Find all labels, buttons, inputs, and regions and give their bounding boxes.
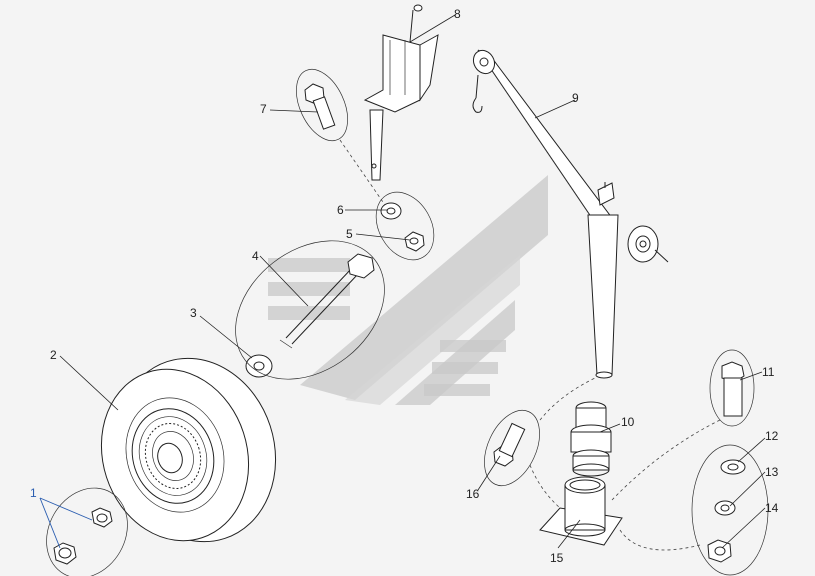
nut-and-lock-washer	[375, 191, 435, 261]
base-plate	[539, 476, 623, 546]
callout-7: 7	[260, 102, 267, 116]
callout-9: 9	[572, 91, 579, 105]
callout-11: 11	[762, 365, 775, 379]
callout-2: 2	[50, 348, 57, 362]
leader-lines	[39, 14, 766, 549]
wheel-tire	[100, 357, 277, 543]
bracket	[363, 4, 439, 181]
callout-labels: 1 2 3 4 5 6 7 8 9 10 11 12 13 14 15 16	[30, 7, 779, 565]
callout-5: 5	[346, 227, 353, 241]
washer	[245, 354, 273, 378]
callout-12: 12	[765, 429, 779, 443]
boom-arm	[472, 49, 669, 379]
callout-16: 16	[466, 487, 480, 501]
upper-bolt	[296, 68, 386, 206]
callout-15: 15	[550, 551, 564, 565]
watermark-logo	[268, 175, 548, 405]
callout-4: 4	[252, 249, 259, 263]
axle-bolt	[235, 240, 385, 380]
coupling-sleeve	[570, 401, 612, 477]
callout-6: 6	[337, 203, 344, 217]
callout-8: 8	[454, 7, 461, 21]
callout-10: 10	[621, 415, 635, 429]
callout-14: 14	[765, 501, 779, 515]
callout-1: 1	[30, 486, 37, 500]
dashed-connections	[529, 377, 721, 551]
callout-13: 13	[765, 465, 779, 479]
side-bolt	[484, 410, 540, 486]
nuts-group	[46, 487, 128, 576]
callout-3: 3	[190, 306, 197, 320]
right-fasteners	[691, 349, 769, 576]
